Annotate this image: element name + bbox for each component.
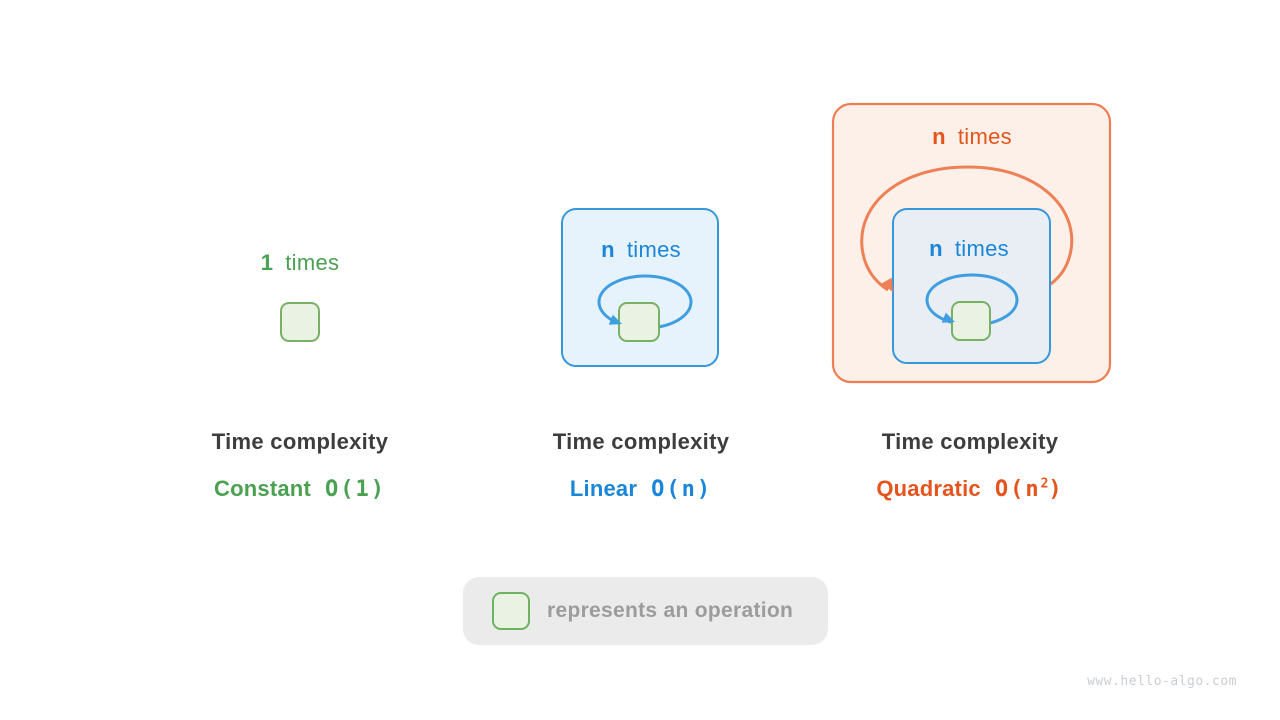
complexity-formula: O(n) xyxy=(651,477,713,502)
complexity-formula: O(1) xyxy=(324,477,386,502)
formula-close: ) xyxy=(1048,477,1064,502)
legend-label: represents an operation xyxy=(547,599,794,622)
loop-count: n xyxy=(932,124,946,149)
operation-icon xyxy=(492,592,530,630)
watermark: www.hello-algo.com xyxy=(1087,674,1237,689)
quadratic-outer-loop-arrow xyxy=(860,165,1074,292)
loop-word: times xyxy=(285,250,340,275)
linear-loop-arrowhead-icon xyxy=(608,314,622,325)
formula-base: O(n xyxy=(994,477,1041,502)
linear-operation-box xyxy=(618,302,660,342)
constant-operation-box xyxy=(280,302,320,342)
constant-caption-title: Time complexity xyxy=(211,429,389,454)
quadratic-caption-title: Time complexity xyxy=(881,429,1059,454)
complexity-name: Constant xyxy=(214,476,311,501)
loop-word: times xyxy=(954,236,1009,261)
complexity-name: Quadratic xyxy=(876,476,981,501)
complexity-formula: O(n2) xyxy=(995,477,1064,502)
complexity-name: Linear xyxy=(569,476,638,501)
quadratic-outer-loop-arrowhead-icon xyxy=(881,277,893,292)
loop-count: n xyxy=(929,236,943,261)
formula-exponent: 2 xyxy=(1040,476,1049,492)
constant-caption-complexity: Constant O(1) xyxy=(214,476,386,502)
quadratic-inner-panel-box xyxy=(892,208,1051,364)
linear-caption-complexity: Linear O(n) xyxy=(570,476,712,502)
linear-caption-title: Time complexity xyxy=(552,429,730,454)
quadratic-inner-loop-arrowhead-icon xyxy=(941,312,955,323)
loop-word: times xyxy=(957,124,1012,149)
loop-count: 1 xyxy=(260,250,274,275)
loop-word: times xyxy=(626,237,681,262)
linear-panel-box xyxy=(561,208,719,367)
constant-loop-label: 1 times xyxy=(261,250,340,276)
quadratic-caption-complexity: Quadratic O(n2) xyxy=(876,476,1063,502)
quadratic-operation-box xyxy=(951,301,991,341)
loop-count: n xyxy=(601,237,615,262)
legend: represents an operation xyxy=(463,577,828,645)
